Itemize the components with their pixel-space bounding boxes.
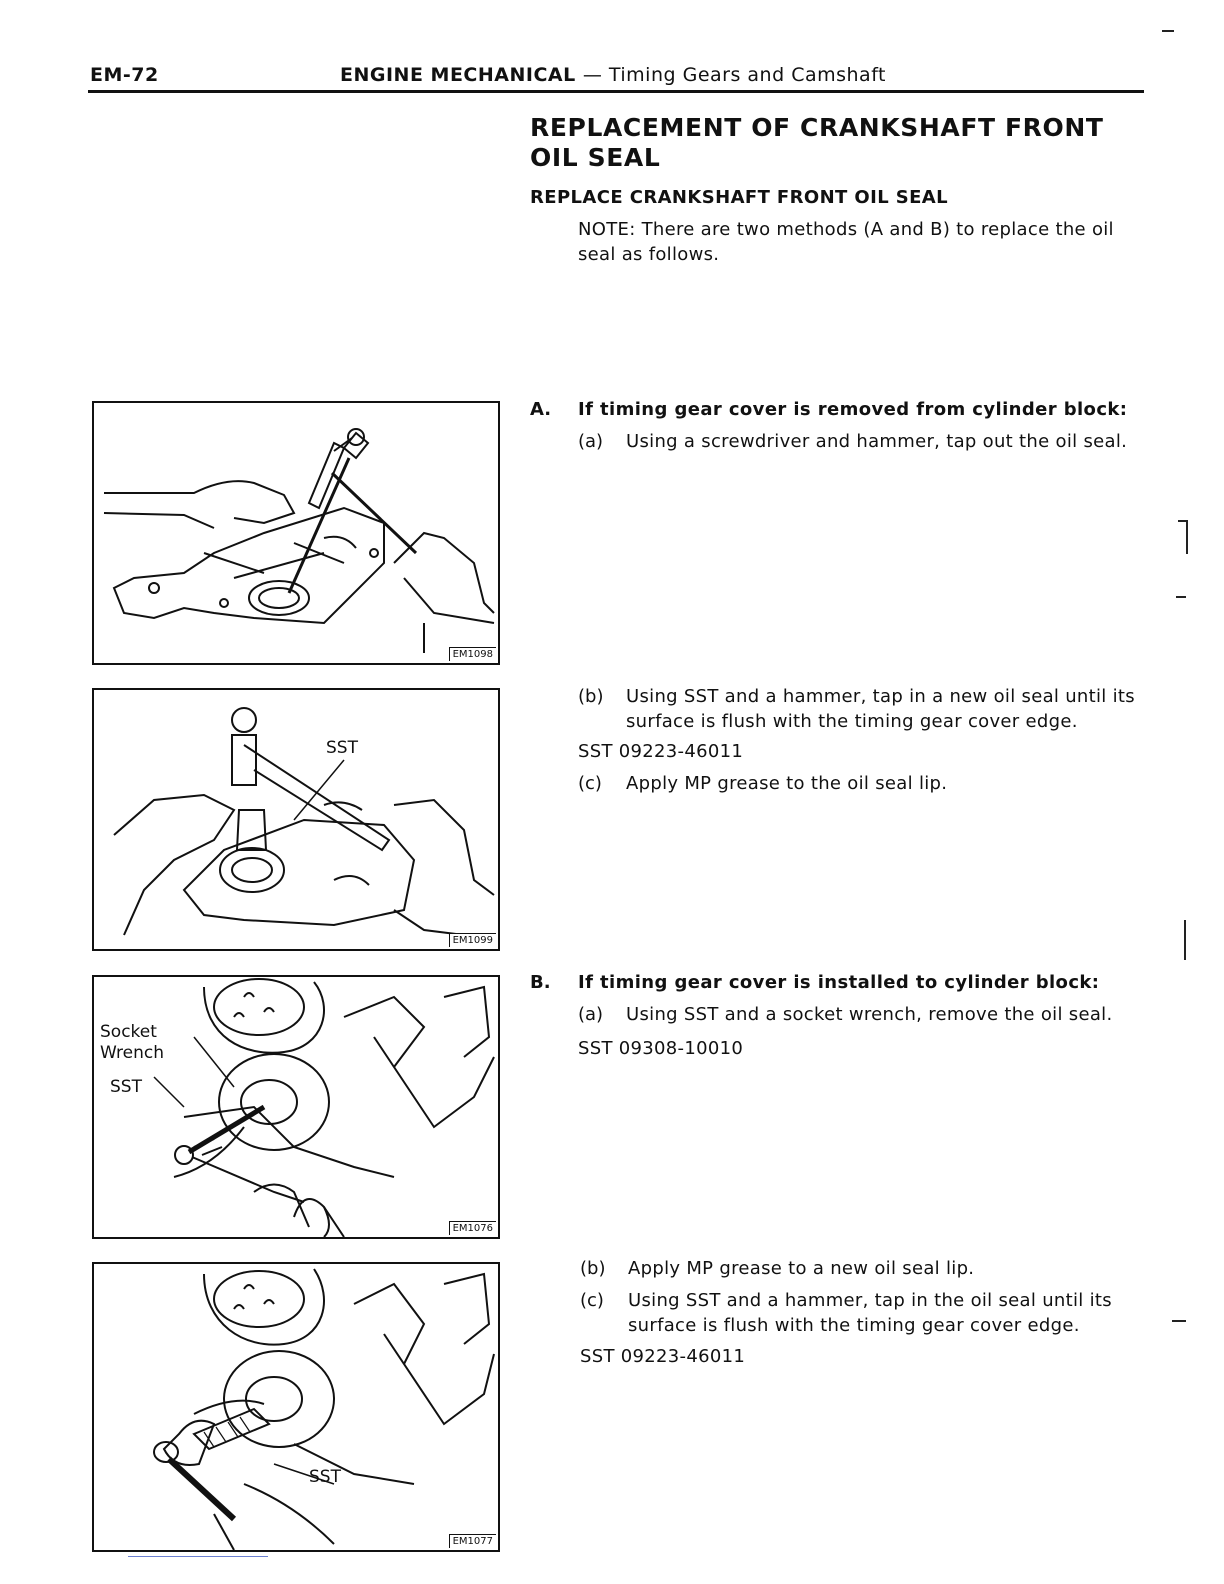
header-rule [88, 90, 1144, 93]
page-title: REPLACEMENT OF CRANKSHAFT FRONT OIL SEAL [530, 113, 1104, 172]
note-text: NOTE: There are two methods (A and B) to… [578, 219, 1114, 265]
step-a-a-label: (a) [578, 431, 604, 452]
page-number: EM-72 [90, 64, 159, 86]
step-b-a-label: (a) [578, 1004, 604, 1025]
sst-b-a: SST 09308-10010 [578, 1038, 744, 1059]
step-b-c-text: Using SST and a hammer, tap in the oil s… [628, 1290, 1112, 1336]
scan-mark [1172, 1320, 1186, 1322]
step-a-a-text: Using a screwdriver and hammer, tap out … [626, 431, 1128, 452]
callout-sst: SST [326, 738, 358, 758]
figure-code: EM1098 [448, 647, 496, 661]
step-b-c-label: (c) [580, 1290, 604, 1311]
illustration-sst-installed [153, 1268, 495, 1550]
scan-mark [128, 1556, 268, 1557]
illustration-socket-wrench [153, 978, 495, 1237]
callout-wrench: Wrench [100, 1043, 165, 1063]
sst-b-c: SST 09223-46011 [580, 1346, 746, 1367]
method-b-letter: B. [530, 972, 551, 993]
figure-code: EM1076 [448, 1221, 496, 1235]
figure-code: EM1077 [448, 1534, 496, 1548]
figure-remove-oil-seal: Socket Wrench SST EM1076 [92, 975, 500, 1239]
figure-code: EM1099 [448, 933, 496, 947]
callout-sst: SST [309, 1467, 341, 1487]
step-a-b-text: Using SST and a hammer, tap in a new oil… [626, 686, 1135, 732]
method-b-heading: If timing gear cover is installed to cyl… [578, 972, 1100, 993]
figure-tap-in-oil-seal: SST EM1099 [92, 688, 500, 951]
scan-mark [1184, 920, 1186, 960]
procedure-title: REPLACE CRANKSHAFT FRONT OIL SEAL [530, 187, 948, 208]
method-a-letter: A. [530, 399, 552, 420]
sst-a-b: SST 09223-46011 [578, 741, 744, 762]
figure-install-oil-seal: SST EM1077 [92, 1262, 500, 1552]
scan-mark [1176, 596, 1186, 598]
section-title: ENGINE MECHANICAL [340, 64, 576, 86]
step-a-b-label: (b) [578, 686, 604, 707]
scan-mark [1178, 520, 1188, 522]
section-header: ENGINE MECHANICAL — Timing Gears and Cam… [340, 64, 886, 86]
illustration-sst-hammer [113, 707, 495, 936]
step-b-b-label: (b) [580, 1258, 606, 1279]
step-a-c-label: (c) [578, 773, 602, 794]
scan-mark [1162, 30, 1174, 32]
step-b-a-text: Using SST and a socket wrench, remove th… [626, 1004, 1113, 1025]
scan-mark [1186, 520, 1188, 554]
subsection-title: — Timing Gears and Camshaft [582, 64, 886, 86]
step-b-b-text: Apply MP grease to a new oil seal lip. [628, 1258, 975, 1279]
callout-socket: Socket [100, 1022, 157, 1042]
figure-tap-out-oil-seal: EM1098 [92, 401, 500, 665]
step-a-c-text: Apply MP grease to the oil seal lip. [626, 773, 948, 794]
callout-sst: SST [110, 1077, 142, 1097]
illustration-screwdriver-hammer [103, 428, 495, 653]
method-a-heading: If timing gear cover is removed from cyl… [578, 399, 1128, 420]
